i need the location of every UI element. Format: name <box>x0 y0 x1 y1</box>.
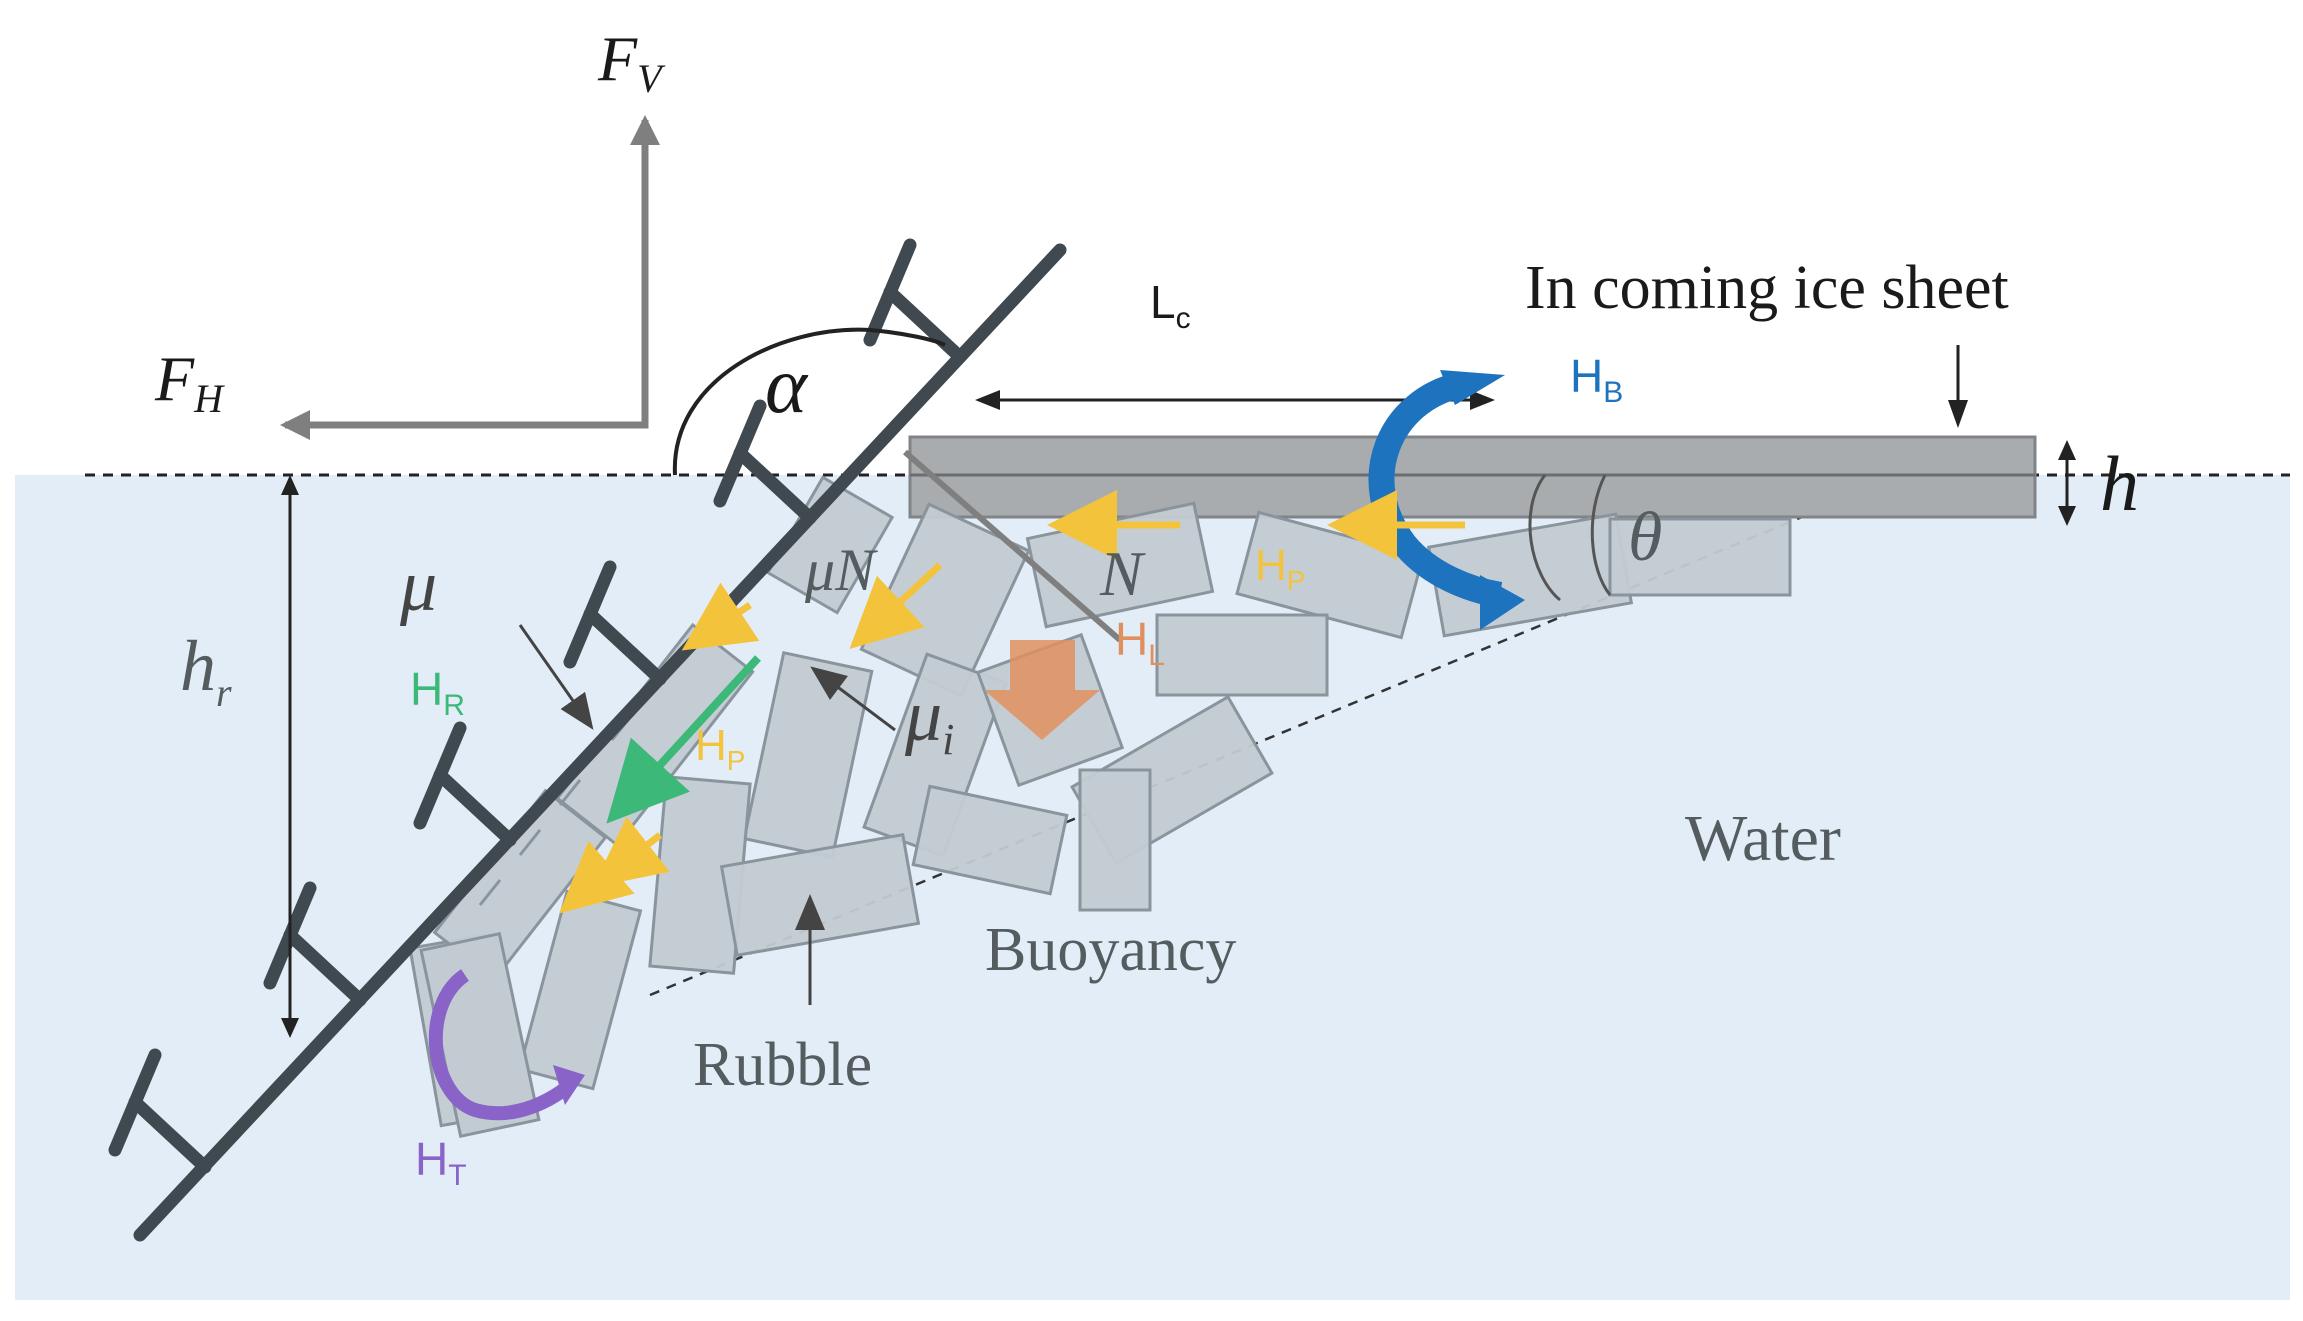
hl-arrow <box>984 640 1100 740</box>
hp-arrow-lower <box>558 840 640 914</box>
ice-sheet <box>908 435 2037 519</box>
hb-label: HB <box>1570 350 1623 409</box>
fv-arrowhead <box>630 115 660 145</box>
ice-sheet-pointer-head <box>1948 400 1968 428</box>
alpha-arc <box>672 327 946 476</box>
n-label: N <box>1099 538 1146 609</box>
hp-label-top: HP <box>1255 541 1305 596</box>
normal-force-line <box>903 449 1122 643</box>
rubble-block <box>1155 613 1329 697</box>
rubble-block <box>1078 768 1152 912</box>
water-label: Water <box>1685 802 1841 875</box>
hl-label: HL <box>1115 613 1165 672</box>
h-arrowhead-top <box>2058 440 2076 460</box>
ht-arrowhead <box>553 1065 585 1105</box>
fh-label: FH <box>154 343 225 421</box>
rubble-block <box>1608 517 1792 597</box>
water-region <box>15 475 2290 1300</box>
hb-arrowtail <box>1440 370 1505 405</box>
rubble-label: Rubble <box>693 1031 872 1099</box>
fh-arrowhead <box>280 410 310 440</box>
theta-arc <box>1528 474 1561 602</box>
alpha-label: α <box>765 342 809 430</box>
mu-pointer <box>518 624 594 730</box>
global-force-arrows <box>285 120 649 429</box>
mui-pointer <box>810 666 896 732</box>
hp-label-side: HP <box>695 721 745 776</box>
hr-slide-arrow <box>606 655 761 824</box>
lc-label: Lc <box>1150 276 1191 335</box>
mu-label: μ <box>399 545 437 627</box>
inclined-structure <box>133 243 1067 1242</box>
hr-arrowhead-bottom <box>281 1018 299 1038</box>
rubble-block <box>742 650 874 860</box>
h-arrowhead-bottom <box>2058 506 2076 526</box>
hr-label: HR <box>410 663 465 722</box>
rubble-blocks <box>408 475 1792 1128</box>
hr-arrowhead-top <box>281 475 299 495</box>
ht-label: HT <box>415 1133 467 1192</box>
fv-label: FV <box>597 23 666 101</box>
mun-label: μN <box>804 537 878 603</box>
mui-label: μi <box>904 675 954 764</box>
lc-arrowhead-right <box>1470 390 1495 410</box>
theta-arc-inner <box>1590 474 1612 596</box>
hr-height-label: hr <box>180 626 232 715</box>
lc-arrowhead-left <box>975 390 1000 410</box>
theta-label: θ <box>1628 499 1662 576</box>
buoyancy-label: Buoyancy <box>985 916 1236 984</box>
rubble-block <box>911 784 1069 896</box>
hb-arrowhead <box>1480 575 1525 630</box>
incoming-ice-sheet-label: In coming ice sheet <box>1525 254 2009 322</box>
h-label: h <box>2100 440 2139 527</box>
ht-rotation-arrow <box>428 969 575 1121</box>
